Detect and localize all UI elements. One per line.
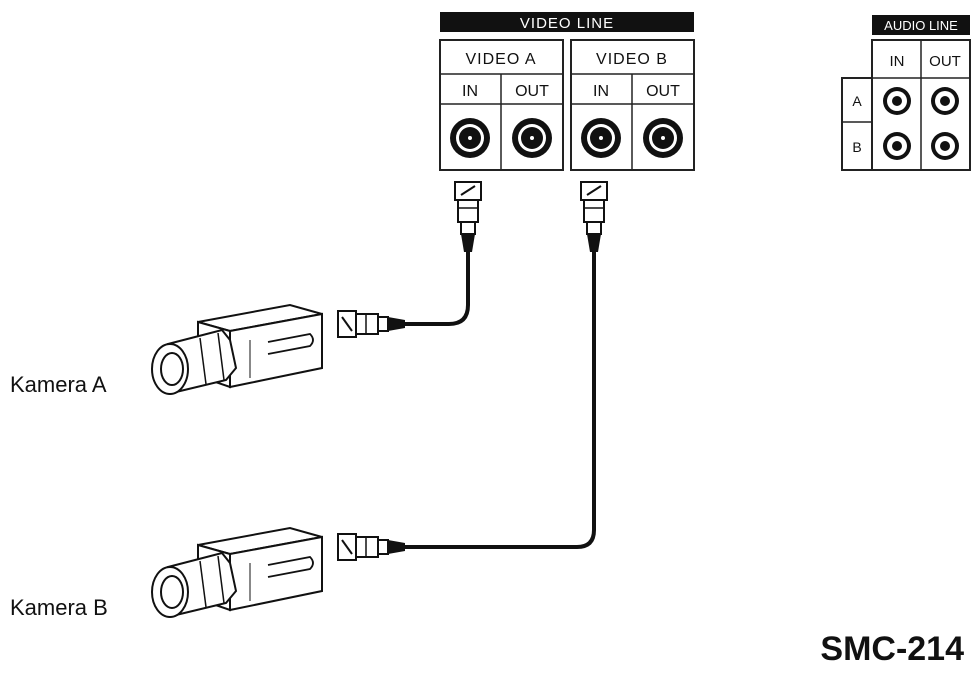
camera-a-icon bbox=[151, 303, 323, 395]
cable-a bbox=[400, 252, 470, 326]
audio-line-header bbox=[872, 15, 970, 35]
audio-row-a-label: A bbox=[852, 93, 862, 109]
video-b-out-jack-icon[interactable] bbox=[643, 118, 683, 158]
audio-a-in-jack-icon[interactable] bbox=[883, 87, 911, 115]
bnc-plug-camera-a-icon bbox=[337, 310, 405, 338]
cable-b bbox=[400, 252, 596, 549]
audio-row-b-label: B bbox=[852, 139, 861, 155]
audio-a-out-jack-icon[interactable] bbox=[931, 87, 959, 115]
audio-line-panel: AUDIO LINE IN OUT A B bbox=[841, 15, 971, 171]
audio-out-label: OUT bbox=[929, 53, 961, 70]
video-b-in-jack-icon[interactable] bbox=[581, 118, 621, 158]
video-b-in-label: IN bbox=[593, 83, 609, 100]
camera-a-label: Kamera A bbox=[10, 372, 107, 397]
video-a-in-label: IN bbox=[462, 83, 478, 100]
bnc-plug-camera-b-icon bbox=[337, 533, 405, 561]
video-line-title: VIDEO LINE bbox=[520, 15, 614, 32]
video-line-panel: VIDEO LINE VIDEO A IN OUT bbox=[439, 12, 695, 171]
audio-b-in-jack-icon[interactable] bbox=[883, 132, 911, 160]
video-a-out-label: OUT bbox=[515, 83, 549, 100]
bnc-plug-b-icon bbox=[580, 181, 608, 252]
audio-line-title: AUDIO LINE bbox=[884, 18, 958, 33]
audio-b-out-jack-icon[interactable] bbox=[931, 132, 959, 160]
audio-in-label: IN bbox=[890, 53, 905, 70]
video-a-block: VIDEO A IN OUT bbox=[439, 39, 564, 171]
model-label: SMC-214 bbox=[820, 630, 964, 668]
video-line-header bbox=[440, 12, 694, 32]
video-a-out-jack-icon[interactable] bbox=[512, 118, 552, 158]
camera-b-label: Kamera B bbox=[10, 595, 108, 620]
video-a-in-jack-icon[interactable] bbox=[450, 118, 490, 158]
camera-b-icon bbox=[151, 526, 323, 618]
bnc-plug-a-icon bbox=[454, 181, 482, 252]
video-b-block: VIDEO B IN OUT bbox=[570, 39, 695, 171]
video-b-out-label: OUT bbox=[646, 83, 680, 100]
video-a-label: VIDEO A bbox=[465, 51, 536, 68]
video-b-label: VIDEO B bbox=[596, 51, 668, 68]
